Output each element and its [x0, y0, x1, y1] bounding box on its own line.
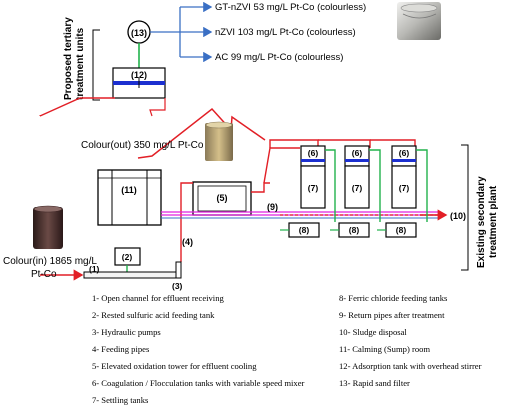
feeding-pipes — [180, 139, 416, 262]
output-gt-nzvi: GT-nZVI 53 mg/L Pt-Co (colourless) — [215, 2, 366, 13]
label-1: (1) — [89, 264, 100, 274]
output-nzvi: nZVI 103 mg/L Pt-Co (colourless) — [215, 27, 356, 38]
label-6b: (6) — [352, 148, 363, 158]
label-9: (9) — [267, 202, 278, 212]
adsorption-tank: (12) — [112, 67, 166, 99]
colour-out-sample-photo — [205, 121, 233, 161]
colour-in-label-line1: Colour(in) 1865 mg/L — [3, 256, 97, 267]
label-6a: (6) — [308, 148, 319, 158]
legend-item-2: 2- Rested sulfuric acid feeding tank — [92, 310, 215, 320]
legend-item-8: 8- Ferric chloride feeding tanks — [339, 293, 448, 303]
legend-item-7: 7- Settling tanks — [92, 395, 149, 405]
colourless-sample-photo — [397, 2, 441, 40]
legend: 1- Open channel for effluent receiving 2… — [92, 293, 482, 405]
effluent-return-zigzag — [137, 107, 266, 159]
treatment-train-1: (6) (7) (8) — [280, 145, 336, 238]
legend-item-1: 1- Open channel for effluent receiving — [92, 293, 224, 303]
adsorption-label: (12) — [131, 70, 147, 80]
output-ac: AC 99 mg/L Pt-Co (colourless) — [215, 52, 343, 63]
legend-item-11: 11- Calming (Sump) room — [339, 344, 430, 354]
legend-item-3: 3- Hydraulic pumps — [92, 327, 161, 337]
label-8b: (8) — [349, 225, 360, 235]
legend-item-10: 10- Sludge disposal — [339, 327, 407, 337]
filter-label: (13) — [131, 28, 147, 38]
label-10: (10) — [450, 211, 466, 221]
label-8c: (8) — [396, 225, 407, 235]
tertiary-group-label-line2: treatment units — [75, 27, 86, 100]
legend-item-12: 12- Adsorption tank with overhead stirre… — [339, 361, 482, 371]
oxidation-tower: (5) — [192, 181, 252, 216]
legend-item-5: 5- Elevated oxidation tower for effluent… — [92, 361, 257, 371]
label-8a: (8) — [299, 225, 310, 235]
label-5: (5) — [217, 193, 228, 203]
open-channel: (1) (3) — [83, 261, 183, 291]
legend-item-4: 4- Feeding pipes — [92, 344, 150, 354]
treatment-train-3: (6) (7) (8) — [377, 145, 428, 238]
label-7b: (7) — [352, 183, 363, 193]
tertiary-output-pipes — [150, 1, 213, 63]
secondary-group-label-line2: treatment plant — [488, 185, 499, 258]
treatment-train-2: (6) (7) (8) — [330, 145, 381, 238]
calming-sump-room: (11) — [97, 169, 162, 226]
tertiary-group-bracket — [92, 29, 100, 101]
sulfuric-acid-tank: (2) — [114, 247, 141, 272]
label-3: (3) — [172, 281, 183, 291]
label-11: (11) — [121, 185, 137, 195]
tertiary-group-label-line1: Proposed tertiary — [63, 17, 74, 100]
legend-item-13: 13- Rapid sand filter — [339, 378, 410, 388]
label-7c: (7) — [399, 183, 410, 193]
secondary-group-bracket — [461, 144, 469, 271]
rapid-sand-filter: (13) — [127, 20, 151, 44]
secondary-group-label-line1: Existing secondary — [476, 176, 487, 268]
legend-item-6: 6- Coagulation / Flocculation tanks with… — [92, 378, 305, 388]
colour-in-sample-photo — [33, 205, 63, 249]
colour-out-label: Colour(out) 350 mg/L Pt-Co — [81, 140, 204, 151]
label-2: (2) — [122, 252, 133, 262]
label-6c: (6) — [399, 148, 410, 158]
legend-item-9: 9- Return pipes after treatment — [339, 310, 445, 320]
label-7a: (7) — [308, 183, 319, 193]
colour-in-label-line2: Pt-Co — [31, 269, 57, 280]
tertiary-link-line — [39, 97, 115, 117]
label-4: (4) — [182, 237, 193, 247]
